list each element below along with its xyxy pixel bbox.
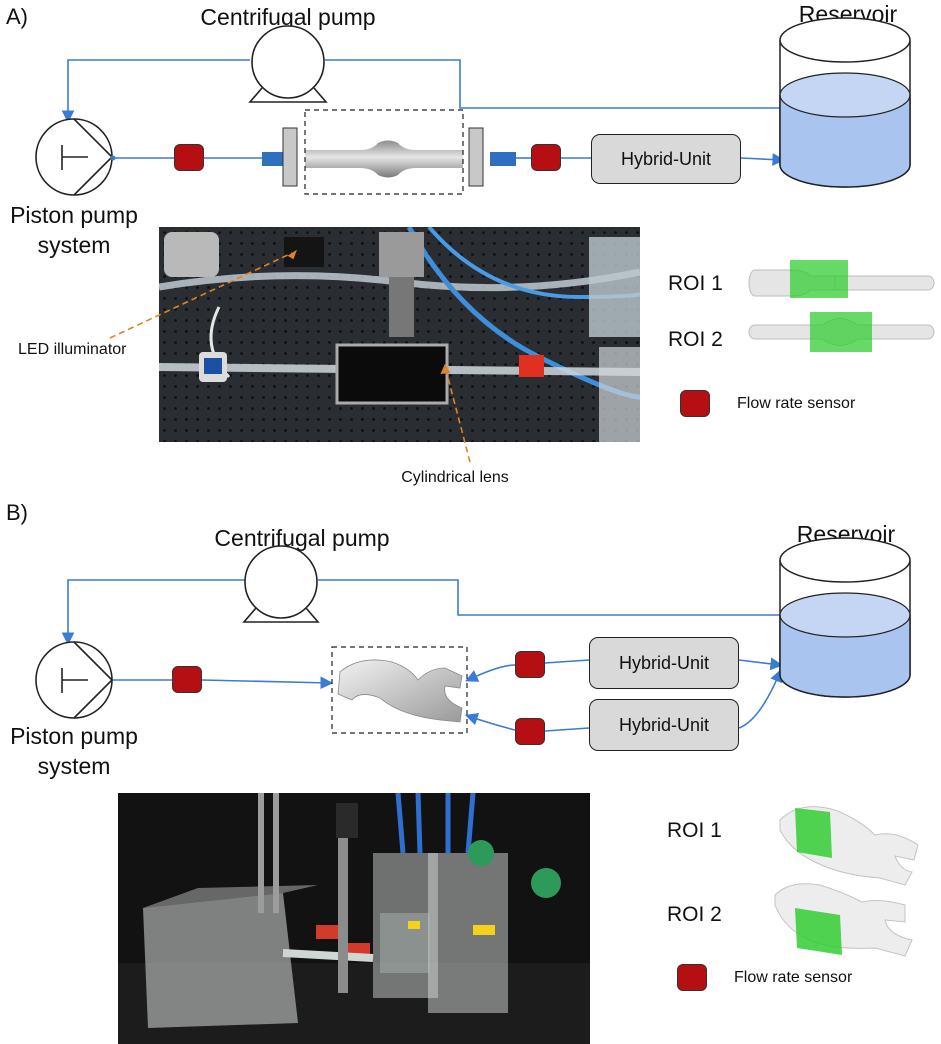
- aneurysm-model-b: [331, 646, 468, 734]
- roi2-label-b: ROI 2: [667, 903, 722, 926]
- hybrid-unit-b-bottom: Hybrid-Unit: [589, 699, 739, 751]
- reservoir-b-icon: [779, 537, 911, 698]
- reservoir-a-icon: [779, 17, 911, 188]
- flow-sensor-b-3: [515, 718, 545, 745]
- hybrid-unit-b-top: Hybrid-Unit: [589, 637, 739, 689]
- flow-sensor-a-1: [174, 144, 204, 171]
- flow-sensor-a-2: [531, 144, 561, 171]
- reservoir-label-a: Reservoir: [798, 1, 898, 27]
- legend-sensor-a: [680, 390, 710, 417]
- legend-sensor-label-b: Flow rate sensor: [734, 969, 853, 986]
- panel-a-photo: [159, 227, 640, 442]
- piston-pump-a-icon: [35, 118, 116, 196]
- roi1-b-icon: [779, 806, 919, 886]
- test-section-a: [262, 109, 516, 195]
- panel-b-label: B): [6, 500, 28, 525]
- piston-pump-label-b-2: system: [37, 753, 111, 779]
- piston-pump-label-a-1: Piston pump: [10, 202, 138, 228]
- centrifugal-pump-b-icon: [242, 545, 320, 623]
- piston-pump-label-b-1: Piston pump: [10, 723, 138, 749]
- roi2-a-icon: [748, 312, 935, 352]
- roi1-label-a: ROI 1: [668, 272, 723, 295]
- panel-a-label: A): [6, 4, 28, 29]
- roi1-label-b: ROI 1: [667, 819, 722, 842]
- hybrid-unit-a: Hybrid-Unit: [591, 134, 741, 184]
- hybrid-unit-a-label: Hybrid-Unit: [620, 148, 712, 169]
- legend-sensor-label-a: Flow rate sensor: [737, 395, 856, 412]
- hybrid-unit-b-top-label: Hybrid-Unit: [618, 652, 710, 673]
- cylindrical-lens-label: Cylindrical lens: [401, 469, 509, 486]
- legend-sensor-b: [677, 964, 707, 991]
- centrifugal-pump-a-icon: [248, 25, 328, 103]
- flow-sensor-b-1: [172, 666, 202, 693]
- centrifugal-pump-label-b: Centrifugal pump: [214, 525, 390, 551]
- piston-pump-label-a-2: system: [37, 232, 111, 258]
- hybrid-unit-b-bottom-label: Hybrid-Unit: [618, 714, 710, 735]
- panel-b-photo-image: [118, 793, 590, 1044]
- roi2-b-icon: [774, 883, 913, 957]
- roi2-label-a: ROI 2: [668, 328, 723, 351]
- flow-sensor-b-2: [515, 651, 545, 678]
- centrifugal-pump-label-a: Centrifugal pump: [200, 4, 376, 30]
- reservoir-label-b: Reservoir: [796, 521, 896, 547]
- piston-pump-b-icon: [35, 641, 114, 719]
- led-illuminator-label: LED illuminator: [18, 341, 127, 358]
- panel-b-photo: [118, 793, 590, 1044]
- panel-a-photo-image: [159, 227, 640, 442]
- roi1-a-icon: [748, 260, 935, 298]
